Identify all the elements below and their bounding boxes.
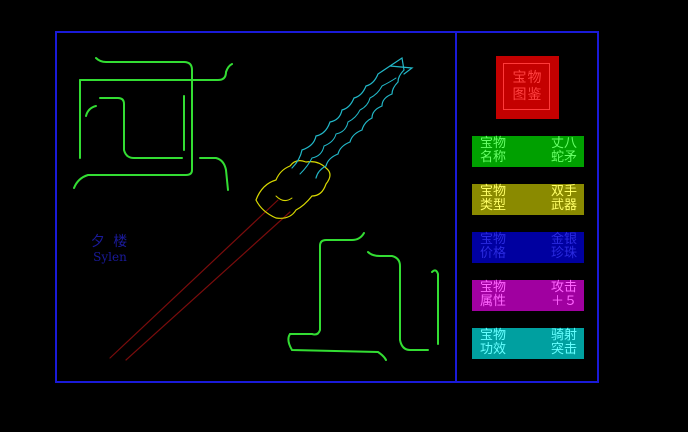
picture-frame xyxy=(55,31,599,383)
info-value: 骑射 突击 xyxy=(550,328,577,357)
info-row-attribute: 宝物 属性 攻击 ＋５ xyxy=(472,280,584,311)
signature-cn: 夕 楼 xyxy=(90,234,130,250)
seal-line-1: 宝物 xyxy=(512,70,543,86)
seal-stamp-icon: 宝物 图鉴 xyxy=(496,56,559,119)
info-row-type: 宝物 类型 双手 武器 xyxy=(472,184,584,215)
signature-en: Sylen xyxy=(93,250,127,264)
info-row-price: 宝物 价格 金银 珍珠 xyxy=(472,232,584,263)
info-row-effect: 宝物 功效 骑射 突击 xyxy=(472,328,584,359)
seal-line-2: 图鉴 xyxy=(512,87,543,103)
calligraphy-glyph-icon xyxy=(73,57,233,191)
info-key: 宝物 功效 xyxy=(480,328,507,357)
seal-border: 宝物 图鉴 xyxy=(503,63,550,110)
artist-signature: 夕 楼 Sylen xyxy=(86,231,134,264)
info-value: 攻击 ＋５ xyxy=(550,280,577,309)
info-key: 宝物 价格 xyxy=(480,232,507,261)
info-key: 宝物 类型 xyxy=(480,184,507,213)
panel-divider xyxy=(455,31,457,383)
calligraphy-glyph-icon-2 xyxy=(287,232,439,361)
info-key: 宝物 属性 xyxy=(480,280,507,309)
seal-title: 宝物 图鉴 xyxy=(504,70,551,104)
info-value: 丈八 蛇矛 xyxy=(550,136,577,165)
info-value: 双手 武器 xyxy=(550,184,577,213)
info-key: 宝物 名称 xyxy=(480,136,507,165)
info-value: 金银 珍珠 xyxy=(550,232,577,261)
serpent-spear-icon xyxy=(109,56,414,361)
info-row-name: 宝物 名称 丈八 蛇矛 xyxy=(472,136,584,167)
